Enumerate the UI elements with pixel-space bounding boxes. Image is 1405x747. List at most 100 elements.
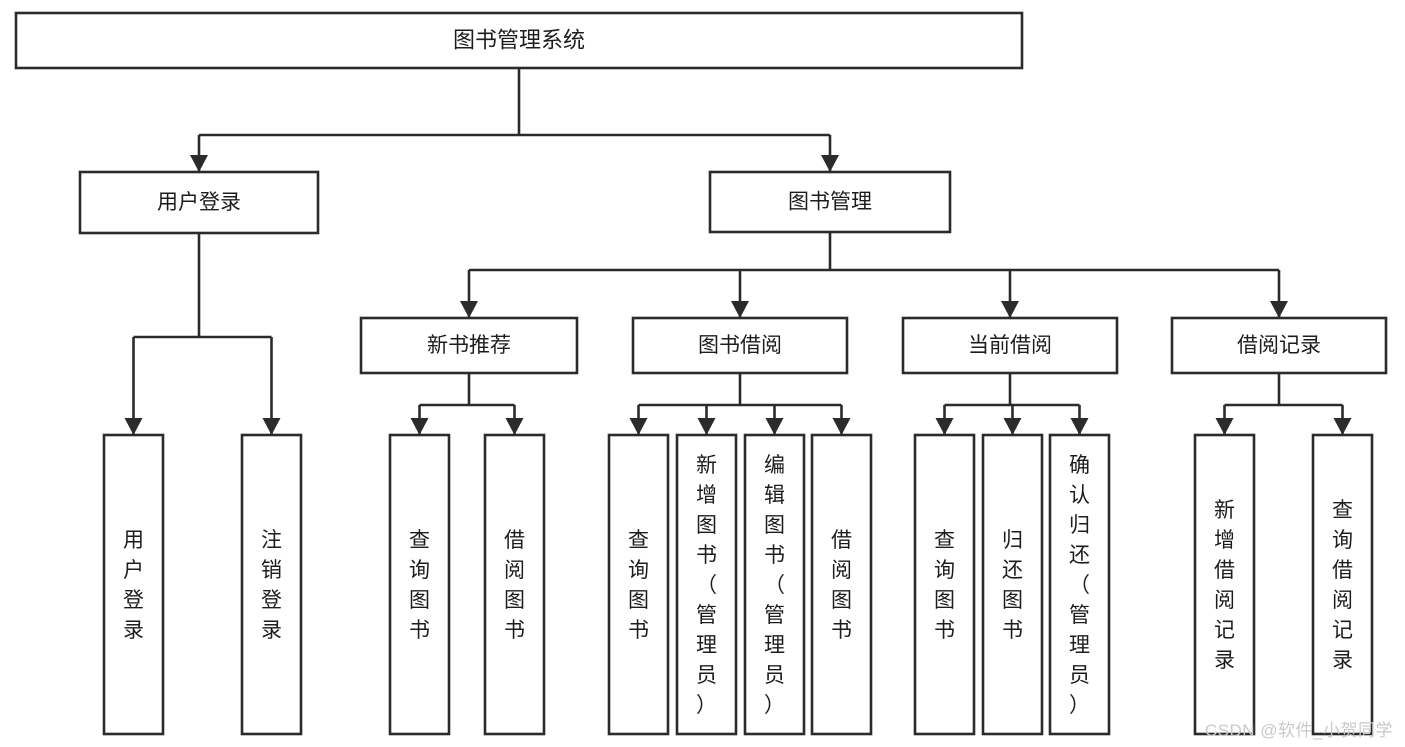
arrow-head-icon [821, 155, 839, 172]
root-node-box[interactable] [14, 11, 1024, 70]
svg-text:）: ） [1069, 694, 1090, 717]
svg-text:图: 图 [1002, 589, 1023, 612]
leaf-node-12-box[interactable] [1311, 433, 1374, 736]
svg-text:理: 理 [696, 634, 717, 657]
svg-text:）: ） [696, 694, 717, 717]
svg-text:询: 询 [409, 559, 430, 582]
svg-text:阅: 阅 [504, 559, 525, 582]
connector-layer [124, 68, 1352, 435]
leaf-node-6-box[interactable] [743, 433, 806, 736]
node-book-manage-box[interactable] [708, 170, 952, 234]
svg-text:借: 借 [504, 529, 525, 552]
leaf-node-1-box[interactable] [240, 433, 303, 736]
svg-text:（: （ [696, 574, 717, 597]
svg-text:录: 录 [1332, 649, 1353, 672]
svg-text:图: 图 [628, 589, 649, 612]
svg-text:书: 书 [1002, 619, 1023, 642]
leaf-node-0-box[interactable] [102, 433, 165, 736]
svg-text:注: 注 [261, 529, 282, 552]
svg-text:（: （ [1069, 574, 1090, 597]
arrow-head-icon [124, 418, 143, 435]
arrow-head-icon [731, 301, 749, 318]
svg-text:阅: 阅 [1332, 589, 1353, 612]
svg-text:询: 询 [934, 559, 955, 582]
node-new-book-recommend-label: 新书推荐 [427, 334, 511, 357]
leaf-node-10-box[interactable] [1048, 433, 1111, 736]
svg-text:询: 询 [628, 559, 649, 582]
svg-text:查: 查 [628, 529, 649, 552]
leaf-node-4-box[interactable] [607, 433, 670, 736]
svg-text:归: 归 [1069, 514, 1090, 537]
node-new-book-recommend-box[interactable] [359, 316, 579, 375]
leaf-node-11-box[interactable] [1193, 433, 1256, 736]
svg-text:图: 图 [409, 589, 430, 612]
arrow-head-icon [935, 418, 954, 435]
leaf-node-7-box[interactable] [810, 433, 873, 736]
svg-text:登: 登 [261, 589, 282, 612]
node-layer: 图书管理系统用户登录图书管理新书推荐图书借阅当前借阅借阅记录用户登录注销登录查询… [14, 11, 1388, 736]
svg-text:还: 还 [1002, 559, 1023, 582]
svg-text:销: 销 [261, 559, 282, 582]
svg-text:认: 认 [1069, 484, 1090, 507]
svg-text:编: 编 [764, 454, 785, 477]
svg-text:记: 记 [1214, 619, 1235, 642]
svg-text:录: 录 [261, 619, 282, 642]
node-current-borrow-box[interactable] [901, 316, 1119, 375]
node-book-manage-label: 图书管理 [788, 191, 872, 214]
arrow-head-icon [410, 418, 429, 435]
arrow-head-icon [1070, 418, 1089, 435]
leaf-node-0-label: 用户登录 [123, 529, 144, 642]
leaf-node-2-box[interactable] [388, 433, 451, 736]
svg-text:增: 增 [696, 484, 717, 507]
node-book-borrow-box[interactable] [631, 316, 849, 375]
arrow-head-icon [765, 418, 784, 435]
leaf-node-3-box[interactable] [483, 433, 546, 736]
svg-text:查: 查 [409, 529, 430, 552]
svg-text:录: 录 [1214, 649, 1235, 672]
svg-text:用: 用 [123, 529, 144, 552]
leaf-node-9-box[interactable] [981, 433, 1044, 736]
svg-text:书: 书 [831, 619, 852, 642]
node-book-borrow-label: 图书借阅 [698, 334, 782, 357]
svg-text:图: 图 [504, 589, 525, 612]
node-user-login-label: 用户登录 [157, 191, 241, 214]
svg-text:确: 确 [1069, 454, 1090, 477]
node-user-login-box[interactable] [78, 170, 320, 235]
svg-text:查: 查 [934, 529, 955, 552]
arrow-head-icon [1001, 301, 1019, 318]
svg-text:辑: 辑 [764, 484, 785, 507]
node-borrow-record-box[interactable] [1170, 316, 1388, 375]
svg-text:登: 登 [123, 589, 144, 612]
node-current-borrow-label: 当前借阅 [968, 334, 1052, 357]
arrow-head-icon [629, 418, 648, 435]
svg-text:书: 书 [409, 619, 430, 642]
svg-text:阅: 阅 [831, 559, 852, 582]
svg-text:借: 借 [831, 529, 852, 552]
svg-text:）: ） [764, 694, 785, 717]
svg-text:记: 记 [1332, 619, 1353, 642]
svg-text:增: 增 [1214, 529, 1235, 552]
root-node-label: 图书管理系统 [453, 27, 585, 52]
svg-text:（: （ [764, 574, 785, 597]
leaf-node-8-box[interactable] [913, 433, 976, 736]
arrow-head-icon [190, 155, 208, 172]
arrow-head-icon [1003, 418, 1022, 435]
svg-text:书: 书 [628, 619, 649, 642]
svg-text:员: 员 [764, 664, 785, 687]
leaf-node-5-box[interactable] [675, 433, 738, 736]
csdn-watermark: CSDN @软件_小贺同学 [1204, 721, 1393, 740]
svg-text:员: 员 [1069, 664, 1090, 687]
svg-text:员: 员 [696, 664, 717, 687]
svg-text:管: 管 [764, 604, 785, 627]
arrow-head-icon [505, 418, 524, 435]
svg-text:图: 图 [934, 589, 955, 612]
svg-text:管: 管 [696, 604, 717, 627]
